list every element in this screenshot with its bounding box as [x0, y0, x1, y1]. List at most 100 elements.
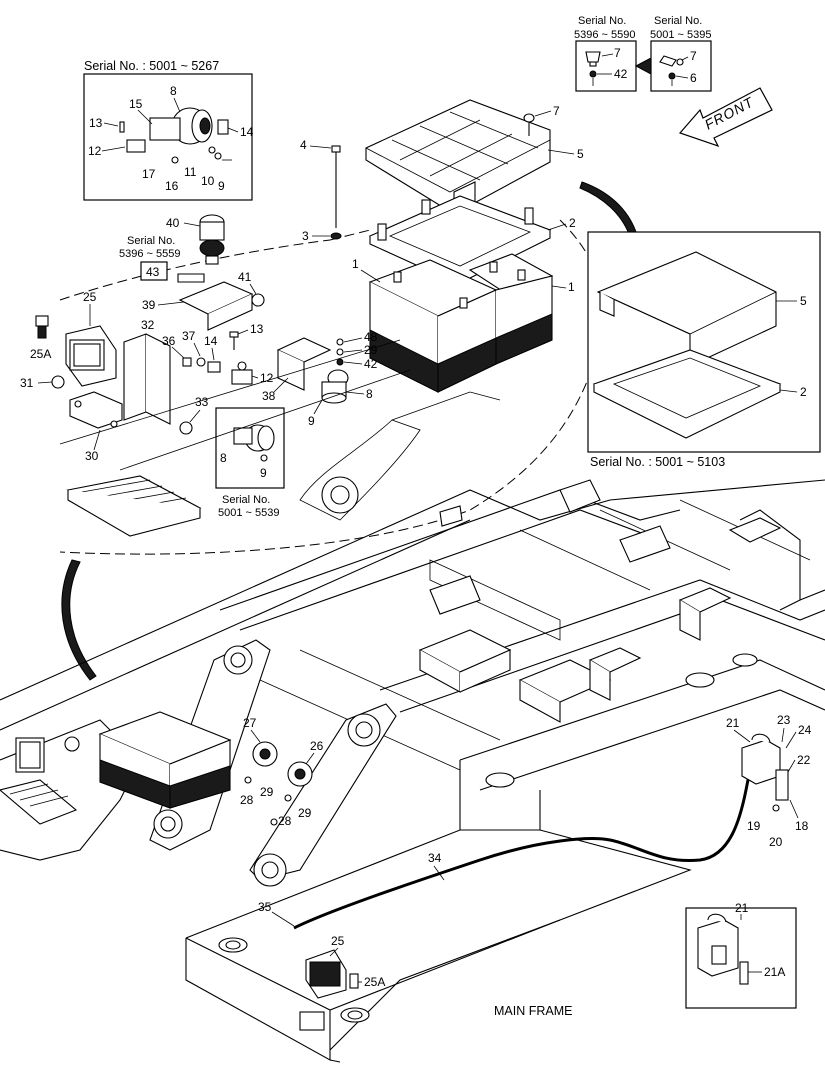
work-lamp-upper: [65, 325, 117, 387]
callout-21a: 21A: [764, 965, 785, 979]
callout-33: 33: [195, 395, 209, 409]
battery-left: [368, 259, 498, 393]
lamp-lower-left: [15, 736, 80, 773]
callout-28-a: 28: [240, 793, 254, 807]
harness-34: [293, 751, 754, 930]
callout-7-tr1: 7: [614, 46, 621, 60]
inset-box-5001-5267: [83, 73, 253, 201]
callout-37: 37: [182, 329, 196, 343]
callout-21: 21: [726, 716, 740, 730]
inset-caption-5001-5539-l2: 5001 ~ 5539: [218, 507, 279, 519]
callout-21-inset: 21: [735, 901, 749, 915]
callout-9-inset: 9: [218, 179, 225, 193]
callout-3: 3: [302, 229, 309, 243]
bolt-33: [179, 421, 193, 435]
callout-2-inset: 2: [800, 385, 807, 399]
inset-caption-5001-5267: Serial No. : 5001 ~ 5267: [84, 59, 219, 73]
sweep-arrow-left: [61, 559, 97, 681]
bolt-31: [51, 375, 65, 389]
callout-14-detail: 14: [204, 334, 218, 348]
horn-8: [321, 369, 349, 404]
callout-7-top: 7: [553, 104, 560, 118]
callout-13-inset: 13: [89, 116, 103, 130]
relay-14: [207, 361, 221, 373]
clip-37: [196, 357, 206, 367]
callout-25a-upper: 25A: [30, 347, 51, 361]
callout-28-b: 28: [278, 814, 292, 828]
inset-5001-5267-parts: [119, 107, 232, 164]
callout-8-inset2: 8: [220, 451, 227, 465]
callout-38: 38: [262, 389, 276, 403]
callout-25-upper: 25: [83, 290, 97, 304]
washer-3: [330, 232, 342, 240]
step-plate-detail: [66, 475, 202, 537]
callout-39: 39: [142, 298, 156, 312]
callout-43-box: [140, 261, 168, 281]
callout-1-b: 1: [568, 280, 575, 294]
callout-36: 36: [162, 334, 176, 348]
callout-5-inset: 5: [800, 294, 807, 308]
callout-4: 4: [300, 138, 307, 152]
callout-29-b: 29: [298, 806, 312, 820]
inset-tank-parts: [697, 913, 749, 985]
callout-8-detail: 8: [366, 387, 373, 401]
serial-label-5396-5559-l1: Serial No.: [127, 235, 175, 247]
inset-caption-5001-5395-l1: Serial No.: [654, 15, 702, 27]
bracket-32: [123, 333, 147, 421]
callout-1-a: 1: [352, 257, 359, 271]
battery-lower: [98, 711, 232, 809]
callout-22: 22: [797, 753, 811, 767]
callout-14-inset: 14: [240, 125, 254, 139]
nut-36: [182, 357, 192, 367]
callout-31: 31: [20, 376, 34, 390]
callout-15: 15: [129, 97, 143, 111]
inset-arrow: [634, 57, 652, 75]
serial-label-5396-5559-l2: 5396 ~ 5559: [119, 248, 180, 260]
inset-5001-5539-parts: [233, 424, 275, 462]
callout-6: 6: [690, 71, 697, 85]
inset-caption-5001-5103: Serial No. : 5001 ~ 5103: [590, 455, 725, 469]
callout-48: 48: [364, 330, 378, 344]
callout-17: 17: [142, 167, 156, 181]
key-switch: [199, 214, 225, 265]
washer-tank: [741, 733, 789, 801]
callout-29-detail: 29: [364, 343, 378, 357]
inset-box-5001-5395: [650, 40, 712, 92]
work-lamp-lower: [305, 949, 359, 999]
callout-10: 10: [201, 174, 215, 188]
callout-41: 41: [238, 270, 252, 284]
inset-caption-5396-5590-l1: Serial No.: [578, 15, 626, 27]
callout-5: 5: [577, 147, 584, 161]
cover-bolt-7: [523, 113, 535, 136]
callout-13-detail: 13: [250, 322, 264, 336]
callout-40: 40: [166, 216, 180, 230]
relay-12: [231, 361, 253, 385]
horn-26: [287, 761, 313, 787]
bulb-25a-upper: [35, 315, 49, 339]
callout-8-inset: 8: [170, 84, 177, 98]
callout-25a-lower: 25A: [364, 975, 385, 989]
callout-12-inset: 12: [88, 144, 102, 158]
boom-foot-right: [249, 703, 397, 887]
callout-32: 32: [141, 318, 155, 332]
callout-24: 24: [798, 723, 812, 737]
callout-27: 27: [243, 716, 257, 730]
callout-12-detail: 12: [260, 371, 274, 385]
inset-5001-5103-parts: [592, 251, 782, 439]
bolt-41: [251, 293, 265, 307]
callout-9-inset2: 9: [260, 466, 267, 480]
callout-26: 26: [310, 739, 324, 753]
main-frame-label: MAIN FRAME: [494, 1004, 572, 1018]
callout-9-detail: 9: [308, 414, 315, 428]
callout-42-tr: 42: [614, 67, 628, 81]
callout-18: 18: [795, 819, 809, 833]
inset-caption-5396-5590-l2: 5396 ~ 5590: [574, 29, 635, 41]
detail-frame-arm: [59, 339, 501, 521]
main-frame: [0, 479, 825, 1063]
callout-11: 11: [184, 165, 197, 179]
battery-right: [468, 253, 554, 365]
callout-29-a: 29: [260, 785, 274, 799]
inset-caption-5001-5395-l2: 5001 ~ 5395: [650, 29, 711, 41]
inset-box-5396-5590: [575, 40, 637, 92]
callout-20: 20: [769, 835, 783, 849]
